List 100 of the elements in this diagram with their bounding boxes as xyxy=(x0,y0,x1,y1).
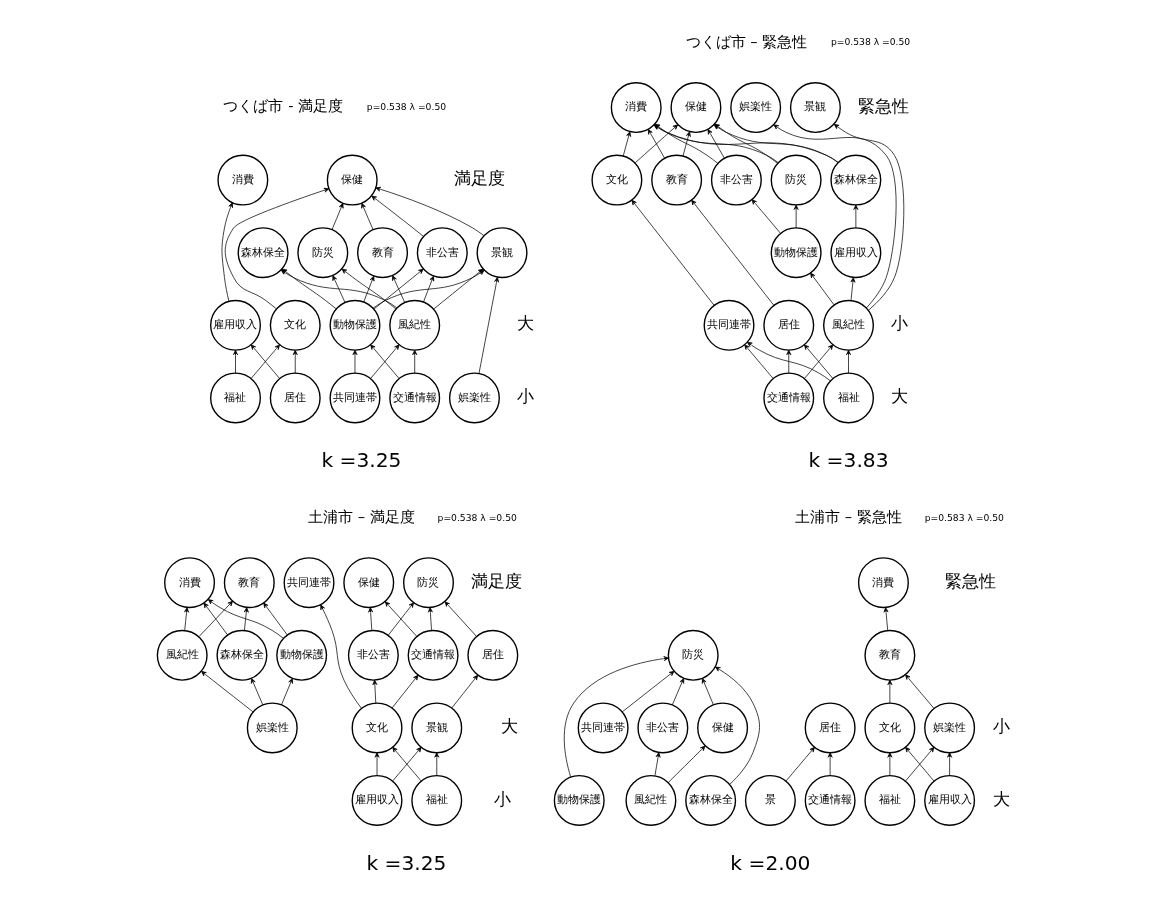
arrow xyxy=(391,674,418,709)
arrow xyxy=(200,671,254,713)
arrow xyxy=(232,349,238,374)
arrow xyxy=(250,344,280,379)
label: 大 xyxy=(516,314,534,334)
label: 緊急性 xyxy=(944,571,996,591)
arrow xyxy=(707,129,725,159)
arrow xyxy=(654,752,660,776)
node-circle: 雇用収入 xyxy=(351,774,403,826)
arrow xyxy=(671,678,684,705)
node-circle: 森林保全 xyxy=(684,774,736,826)
arrow xyxy=(772,124,896,309)
arrow xyxy=(367,607,373,631)
arrow xyxy=(352,349,357,374)
arrow xyxy=(331,275,345,303)
label: k =2.00 xyxy=(729,850,810,875)
label: つくば市 - 満足度 xyxy=(222,97,343,115)
arrow xyxy=(221,202,233,302)
arrow xyxy=(411,349,417,374)
arrow xyxy=(827,752,833,776)
arrow xyxy=(845,349,851,374)
arrow xyxy=(444,601,477,637)
node-circle: 動物保護 xyxy=(553,774,605,826)
label: 満足度 xyxy=(470,571,522,591)
arrow xyxy=(850,277,855,301)
arrow xyxy=(904,674,934,709)
arrow xyxy=(183,607,189,631)
label: 土浦市 – 緊急性 xyxy=(794,507,902,525)
arrow xyxy=(886,752,892,776)
arrow xyxy=(373,268,424,310)
arrow xyxy=(292,349,298,374)
label: k =3.83 xyxy=(807,448,889,473)
arrow xyxy=(803,344,833,379)
node-circle: 雇用収入 xyxy=(829,227,881,279)
label: 大 xyxy=(500,716,518,736)
node-circle: 雇用収入 xyxy=(923,774,975,826)
arrow xyxy=(714,666,760,785)
label: p=0.538 λ =0.50 xyxy=(366,100,446,112)
arrow xyxy=(622,131,631,157)
arrow xyxy=(785,746,815,782)
label: 緊急性 xyxy=(857,96,909,116)
arrow xyxy=(785,349,791,374)
arrow xyxy=(374,752,379,776)
node-circle: 非公害 xyxy=(347,629,399,681)
node-circle: 居住 xyxy=(269,372,321,424)
label: つくば市 – 緊急性 xyxy=(685,32,807,50)
arrow xyxy=(371,679,377,704)
arrow xyxy=(701,678,714,705)
arrow xyxy=(751,199,781,234)
arrow xyxy=(374,186,484,236)
arrow xyxy=(207,599,284,639)
label: p=0.538 λ =0.50 xyxy=(437,511,517,523)
node-circle: 娯楽性 xyxy=(448,372,500,424)
label: k =3.25 xyxy=(365,850,446,875)
label: 大 xyxy=(890,386,908,406)
node-circle: 福祉 xyxy=(410,774,462,826)
label: 土浦市 – 満足度 xyxy=(307,507,415,525)
label: k =3.25 xyxy=(320,448,401,473)
arrow xyxy=(262,602,287,635)
node-circle: 森林保全 xyxy=(829,154,881,206)
arrow xyxy=(362,275,374,303)
arrow xyxy=(621,670,674,713)
label: p=0.583 λ =0.50 xyxy=(924,511,1004,523)
arrow xyxy=(331,202,343,230)
arrow xyxy=(224,187,329,310)
node-circle: 共同連帯 xyxy=(577,702,629,754)
node-circle: 風紀性 xyxy=(624,774,676,826)
arrow xyxy=(243,607,249,631)
node-circle: 防災 xyxy=(770,154,822,206)
arrow xyxy=(391,275,405,303)
node-circle: 交通情報 xyxy=(804,774,856,826)
label: 小 xyxy=(516,386,534,406)
arrow xyxy=(793,204,799,229)
node-circle: 福祉 xyxy=(822,372,874,424)
arrow xyxy=(250,678,263,705)
node-circle: 動物保護 xyxy=(275,629,327,681)
arrow xyxy=(341,268,396,310)
node-circle: 福祉 xyxy=(209,372,261,424)
arrow xyxy=(809,272,834,306)
node-circle: 教育 xyxy=(356,227,408,279)
arrow xyxy=(833,123,904,311)
arrow xyxy=(667,745,706,783)
arrow xyxy=(886,679,892,704)
arrow xyxy=(433,752,439,776)
label: 大 xyxy=(992,789,1010,809)
arrow xyxy=(690,199,774,306)
arrow xyxy=(946,752,952,776)
arrow xyxy=(647,129,665,159)
arrow xyxy=(319,604,362,709)
arrow xyxy=(631,199,714,306)
arrow xyxy=(904,746,934,782)
node-circle: 消費 xyxy=(857,557,909,609)
arrow xyxy=(746,341,831,382)
node-circle: 景 xyxy=(744,774,796,826)
node-circle: 森林保全 xyxy=(215,629,267,681)
arrow xyxy=(478,277,499,374)
arrow xyxy=(422,275,434,303)
arrow xyxy=(360,202,373,230)
label: 満足度 xyxy=(453,169,505,189)
arrow xyxy=(370,195,424,237)
